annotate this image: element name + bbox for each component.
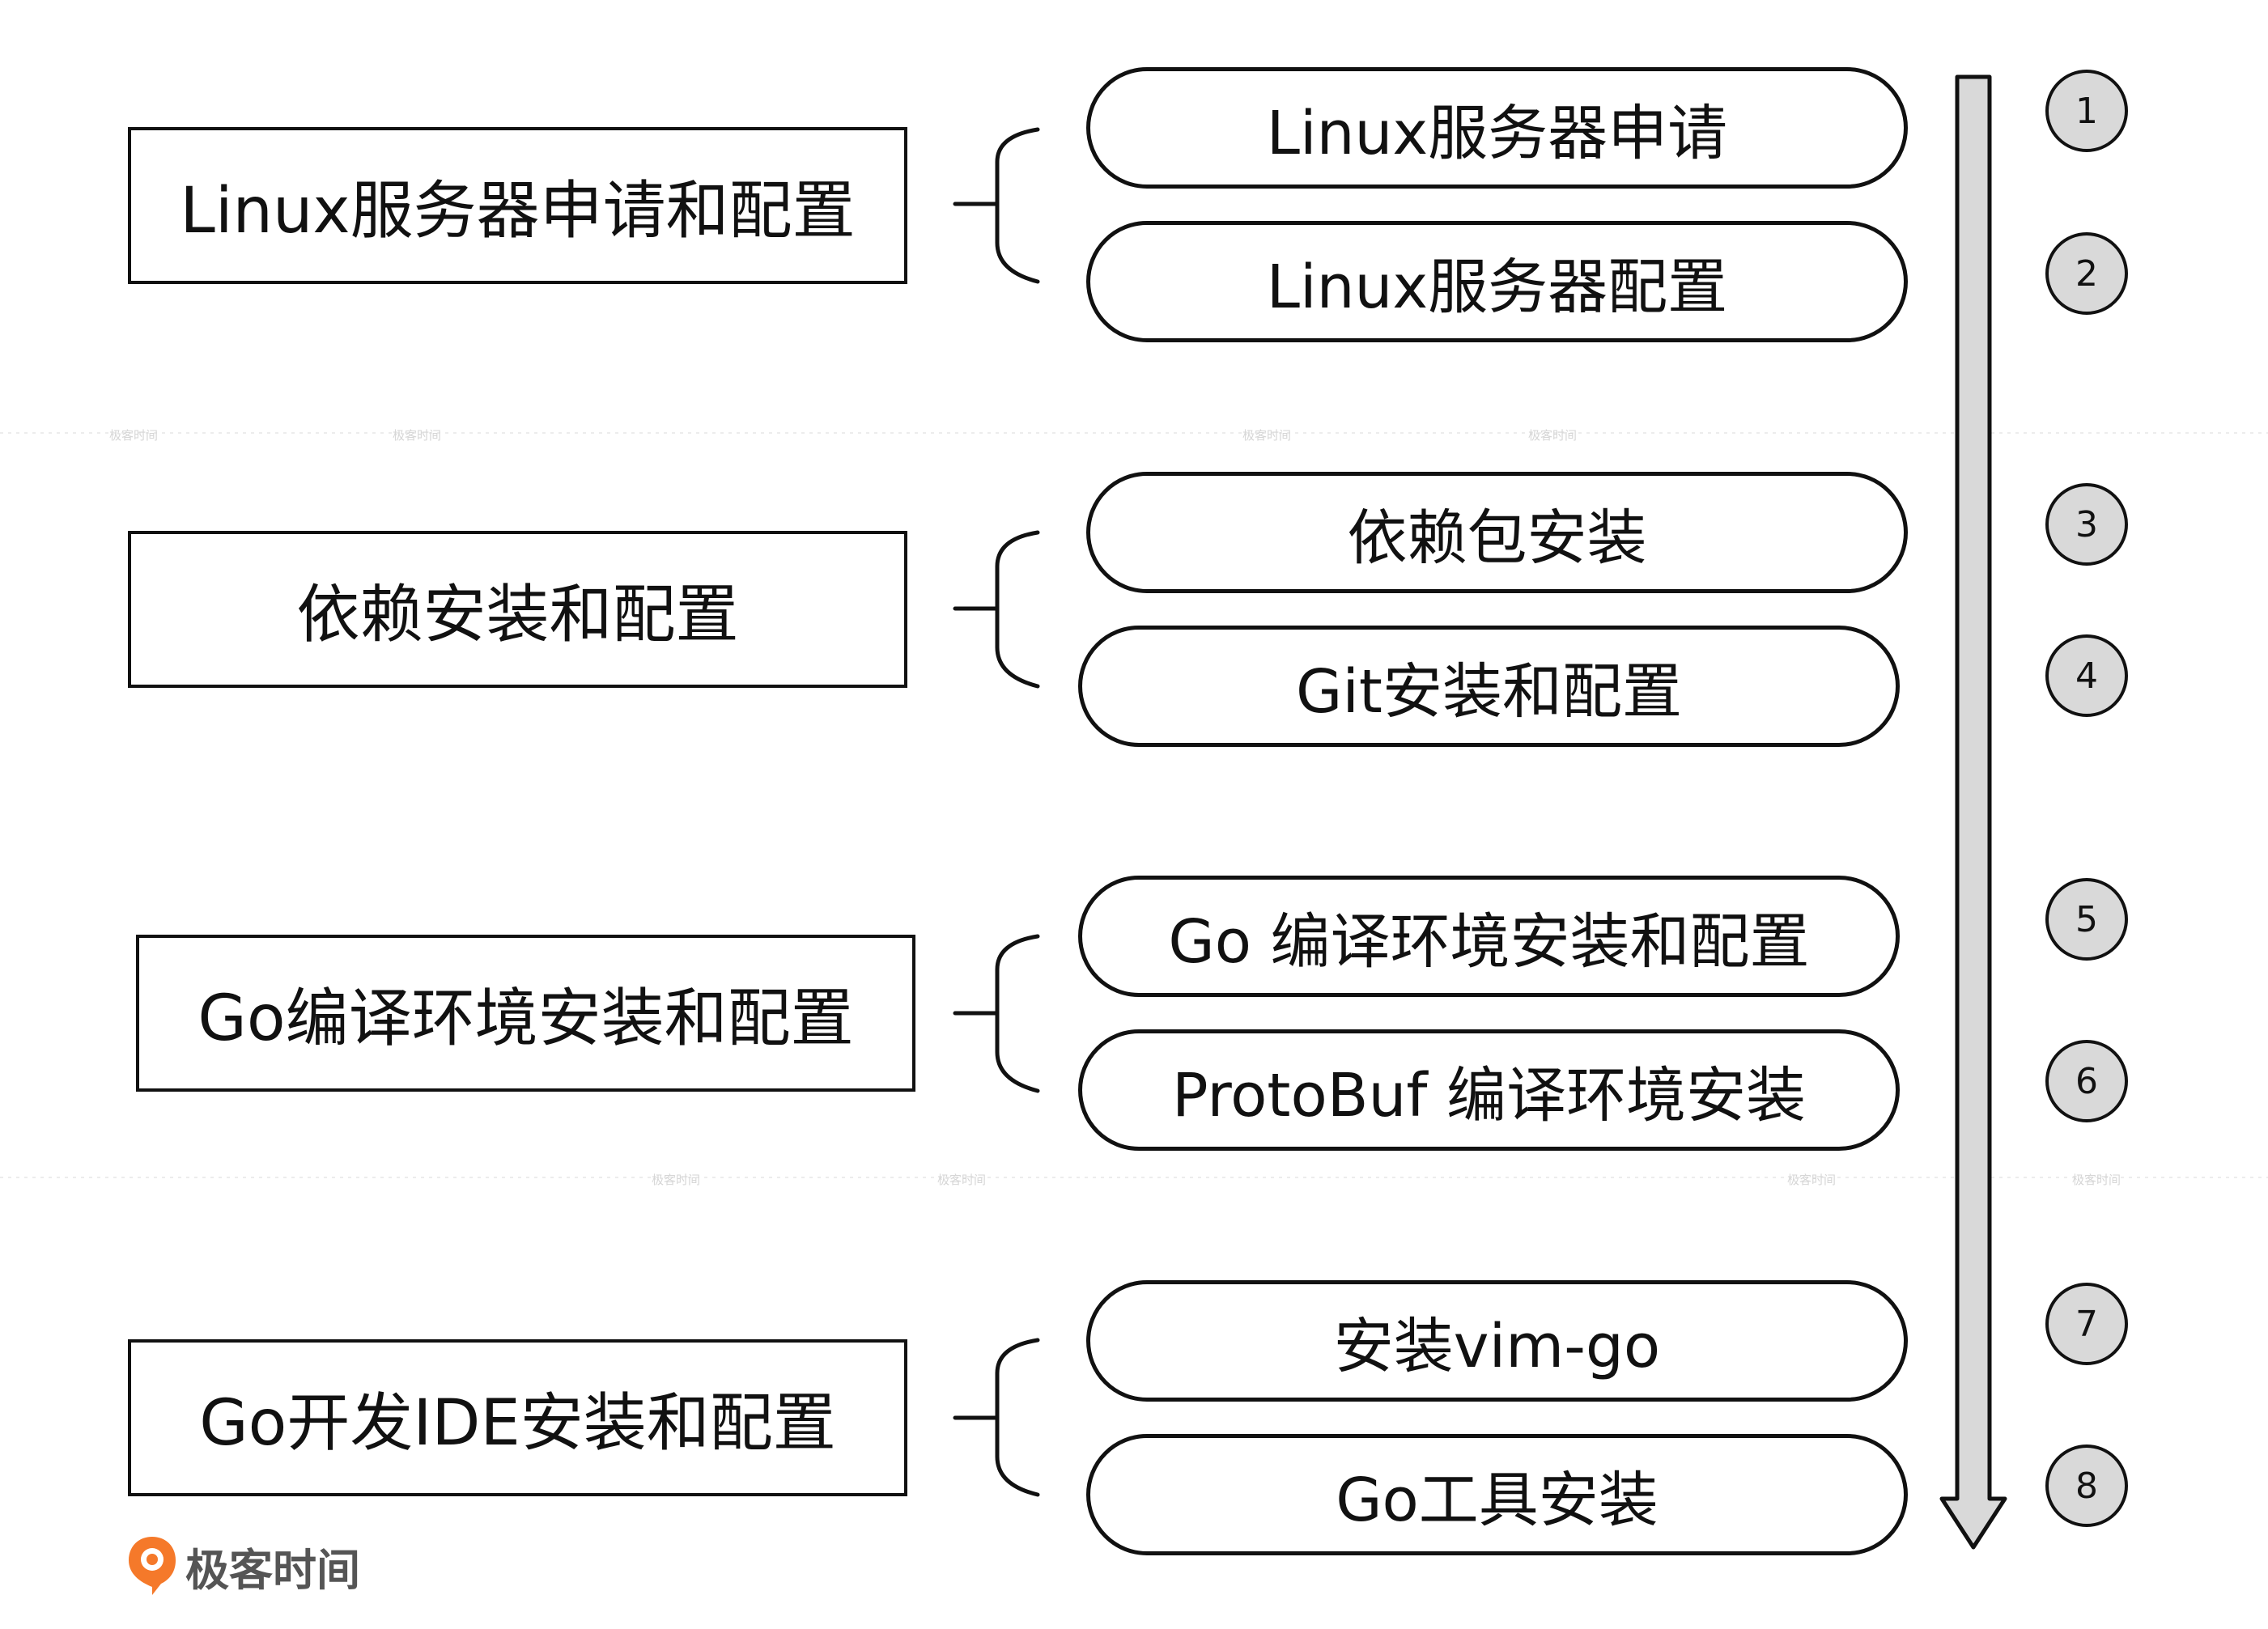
logo-icon: [129, 1537, 176, 1595]
step-box: Go开发IDE安装和配置: [128, 1339, 907, 1496]
watermark-text: 极客时间: [393, 428, 442, 443]
substep-pill: 依赖包安装: [1086, 472, 1908, 593]
step-number-badge: 7: [2045, 1283, 2128, 1365]
step-box: Go编译环境安装和配置: [136, 935, 915, 1092]
substep-pill: Linux服务器申请: [1086, 67, 1908, 189]
step-number-badge: 6: [2045, 1040, 2128, 1122]
substep-pill: 安装vim-go: [1086, 1280, 1908, 1402]
substep-pill: Git安装和配置: [1078, 626, 1900, 747]
bracket-2: [953, 530, 1040, 689]
watermark-text: 极客时间: [109, 428, 159, 443]
step-number-badge: 1: [2045, 70, 2128, 152]
brand-logo: 极客时间: [125, 1534, 360, 1598]
watermark-text: 极客时间: [652, 1173, 701, 1187]
step-box: Linux服务器申请和配置: [128, 127, 907, 284]
substep-label: Linux服务器配置: [1266, 252, 1728, 322]
watermark-text: 极客时间: [1787, 1173, 1837, 1187]
step-number-badge: 8: [2045, 1444, 2128, 1527]
substep-label: Git安装和配置: [1296, 656, 1682, 727]
watermark-text: 极客时间: [1528, 428, 1578, 443]
watermark-text: 极客时间: [1242, 428, 1292, 443]
step-label: Go编译环境安装和配置: [197, 982, 854, 1055]
substep-label: Go 编译环境安装和配置: [1168, 906, 1810, 977]
substep-label: ProtoBuf 编译环境安装: [1172, 1060, 1806, 1131]
substep-label: Linux服务器申请: [1266, 98, 1728, 168]
step-box: 依赖安装和配置: [128, 531, 907, 688]
step-number-badge: 3: [2045, 483, 2128, 566]
step-label: 依赖安装和配置: [296, 579, 739, 651]
substep-label: Go工具安装: [1336, 1465, 1659, 1535]
step-number-badge: 4: [2045, 634, 2128, 717]
substep-pill: Go 编译环境安装和配置: [1078, 876, 1900, 997]
step-number-badge: 2: [2045, 232, 2128, 315]
substep-label: 安装vim-go: [1333, 1311, 1661, 1381]
substep-pill: Linux服务器配置: [1086, 221, 1908, 342]
watermark-text: 极客时间: [937, 1173, 987, 1187]
substep-label: 依赖包安装: [1347, 503, 1647, 573]
step-label: Linux服务器申请和配置: [180, 175, 856, 248]
bracket-3: [953, 934, 1040, 1093]
step-number-badge: 5: [2045, 878, 2128, 961]
logo-text: 极客时间: [185, 1544, 360, 1596]
bracket-1: [953, 127, 1040, 284]
step-label: Go开发IDE安装和配置: [199, 1387, 836, 1460]
flow-arrow: [1939, 74, 2007, 1550]
substep-pill: Go工具安装: [1086, 1434, 1908, 1555]
watermark-text: 极客时间: [2072, 1173, 2121, 1187]
substep-pill: ProtoBuf 编译环境安装: [1078, 1029, 1900, 1151]
bracket-4: [953, 1338, 1040, 1497]
